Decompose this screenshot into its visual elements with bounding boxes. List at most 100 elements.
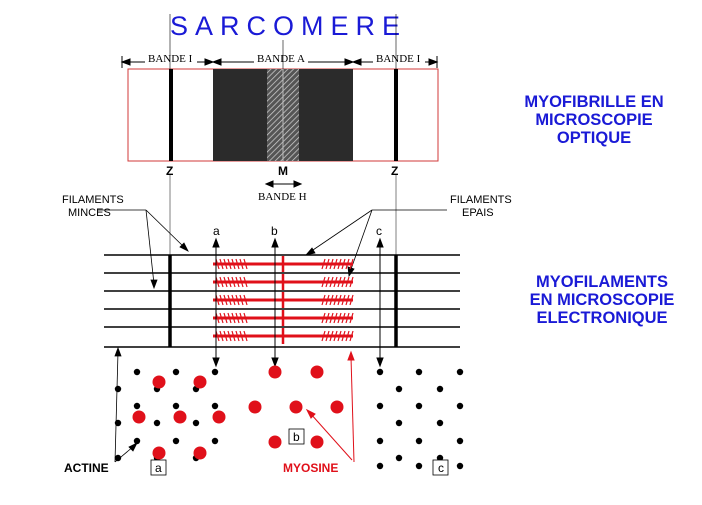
section-mark-c: c (376, 224, 382, 238)
actin-dot-a (192, 419, 200, 427)
myosin-head (227, 258, 232, 270)
myosin-head (231, 312, 236, 324)
myosin-head (349, 276, 354, 288)
actin-dot-c (376, 462, 384, 470)
diagram-title: SARCOMERE (170, 11, 407, 41)
actin-dot-c (395, 419, 403, 427)
myosin-filament-5 (213, 328, 354, 344)
myosin-head (243, 294, 248, 306)
band-dimension-line (120, 56, 439, 68)
actin-dot-c (376, 437, 384, 445)
section-box-c: c (432, 459, 449, 476)
section-box-c-label: c (438, 461, 444, 475)
myosine-label: MYOSINE (283, 461, 338, 475)
section-mark-a: a (213, 224, 220, 238)
thick-filaments-label-2: EPAIS (462, 207, 494, 219)
myosin-head (227, 276, 232, 288)
band-i-left-label: BANDE I (148, 53, 193, 65)
actin-dot-a (133, 368, 141, 376)
myosin-head (239, 294, 244, 306)
myosin-head (219, 294, 224, 306)
band-a-label: BANDE A (257, 53, 305, 65)
myosin-head (219, 330, 224, 342)
section-mark-b: b (271, 224, 278, 238)
myosin-head (333, 276, 338, 288)
actin-dot-c (395, 454, 403, 462)
myosin-dot-a (193, 446, 207, 460)
thin-filament-pointers (98, 209, 189, 290)
actin-dot-c (376, 368, 384, 376)
z-line-left-label: Z (166, 164, 173, 178)
myosin-filament-4 (213, 310, 354, 326)
actin-dot-c (395, 385, 403, 393)
myosin-head (235, 330, 240, 342)
z-line-right-label: Z (391, 164, 398, 178)
myosin-head (325, 276, 330, 288)
actin-dot-c (415, 462, 423, 470)
myosin-dot-a (152, 446, 166, 460)
myosin-filaments (213, 256, 354, 344)
optical-caption-line-2: MICROSCOPIE (535, 111, 652, 129)
myosin-head (329, 294, 334, 306)
actin-dot-a (114, 385, 122, 393)
actin-dot-a (133, 402, 141, 410)
myosin-head (329, 330, 334, 342)
actin-dot-c (376, 402, 384, 410)
myosin-head (223, 276, 228, 288)
myosin-head (329, 258, 334, 270)
m-line-label: M (278, 164, 288, 178)
section-box-b-label: b (293, 430, 300, 444)
myosin-head (329, 276, 334, 288)
actin-dot-c (456, 437, 464, 445)
myosin-head (333, 312, 338, 324)
myosin-dot-b (310, 365, 324, 379)
myosin-dot-b (248, 400, 262, 414)
actin-dot-c (436, 419, 444, 427)
myosin-head (223, 258, 228, 270)
myosin-filament-2 (213, 274, 354, 290)
myosin-head (321, 312, 326, 324)
band-h-label: BANDE H (258, 191, 307, 203)
actin-dot-a (211, 437, 219, 445)
myosin-dot-a (152, 375, 166, 389)
optical-caption-line-3: OPTIQUE (557, 129, 631, 147)
myosin-head (231, 294, 236, 306)
myosin-dot-a (193, 375, 207, 389)
electron-caption-line-2: EN MICROSCOPIE (530, 291, 675, 309)
optical-caption-line-1: MYOFIBRILLE EN (524, 93, 663, 111)
myosin-head (341, 276, 346, 288)
myosin-head (227, 330, 232, 342)
actin-filaments (104, 254, 460, 348)
myosin-head (325, 312, 330, 324)
electron-caption-line-1: MYOFILAMENTS (536, 273, 668, 291)
actin-dot-a (153, 419, 161, 427)
myosin-head (329, 312, 334, 324)
myosin-head (321, 294, 326, 306)
section-lines (212, 237, 384, 368)
myosin-head (325, 330, 330, 342)
myosin-head (235, 276, 240, 288)
myosin-head (333, 258, 338, 270)
myosin-head (239, 258, 244, 270)
myosin-head (337, 330, 342, 342)
myosin-dot-b (310, 435, 324, 449)
myofibril-optical (127, 68, 439, 162)
myosin-head (227, 294, 232, 306)
myosin-filament-1 (213, 256, 354, 272)
myosin-head (321, 276, 326, 288)
myosin-head (243, 258, 248, 270)
actin-dot-a (114, 454, 122, 462)
myosin-head (345, 276, 350, 288)
myosin-dot-b (289, 400, 303, 414)
myosin-head (243, 312, 248, 324)
myosin-head (337, 276, 342, 288)
thin-filaments-label-1: FILAMENTS (62, 194, 124, 206)
actin-dot-a (172, 437, 180, 445)
thick-filament-pointers (304, 209, 447, 278)
myosin-head (239, 330, 244, 342)
myosin-head (219, 312, 224, 324)
myosin-head (243, 276, 248, 288)
actin-dot-c (415, 402, 423, 410)
myosin-dot-a (212, 410, 226, 424)
myosin-head (341, 312, 346, 324)
